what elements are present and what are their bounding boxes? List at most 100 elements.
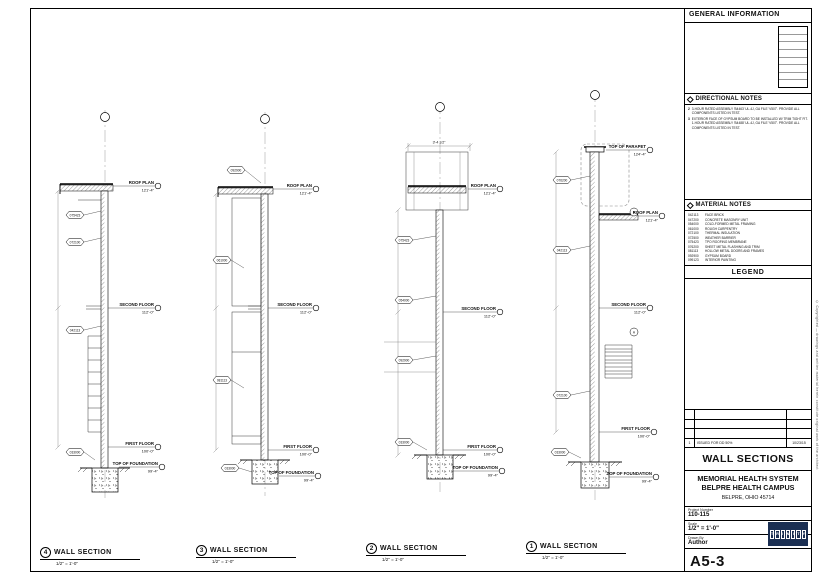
edge-copyright-note: © Copyrighted — drawings and written mat… [815,300,819,470]
section-scale: 1/2" = 1'-0" [382,557,404,562]
svg-text:FIRST FLOOR: FIRST FLOOR [283,444,313,449]
parapet-coping [584,146,606,153]
svg-text:042113: 042113 [557,248,568,252]
svg-text:075423: 075423 [399,238,410,242]
svg-text:033000: 033000 [399,440,410,444]
svg-text:FIRST FLOOR: FIRST FLOOR [621,426,651,431]
level-marker-second: SECOND FLOOR 112'-0" [268,302,320,315]
svg-text:TOP OF FOUNDATION: TOP OF FOUNDATION [607,471,652,476]
keynote-tag: 033000 [394,438,428,451]
section-scale: 1/2" = 1'-0" [56,561,78,566]
abbreviations-table [778,26,808,88]
level-label: ROOF PLAN [129,180,154,185]
keynote-tag: 092900 [394,355,437,364]
level-label: SECOND FLOOR [119,302,155,307]
keynote-tag: 061000 [212,256,245,269]
svg-text:99'-4": 99'-4" [488,473,499,478]
svg-text:054000: 054000 [399,298,410,302]
wall-section-3-drawing: ROOF PLAN 121'-4" SECOND FLOOR 112'-0" F… [212,112,322,496]
level-marker-first: FIRST FLOOR 100'-0" [599,426,658,439]
svg-text:072100: 072100 [557,393,568,397]
section-scale: 1/2" = 1'-0" [542,555,564,560]
svg-text:SECOND FLOOR: SECOND FLOOR [277,302,313,307]
level-marker-foundation: TOP OF FOUNDATION 99'-4" [269,470,322,483]
wall-assembly [100,190,109,469]
svg-text:033000: 033000 [70,450,81,454]
svg-text:042113: 042113 [70,328,81,332]
svg-text:112'-0": 112'-0" [634,310,647,315]
level-label: FIRST FLOOR [125,441,155,446]
louver-detail [604,344,633,379]
svg-text:061000: 061000 [217,258,228,262]
wall-section-2-drawing: 3'-4 1/2" ROOF PLAN 121'-4" SECOND FLOOR… [384,102,506,492]
level-marker-second: SECOND FLOOR 112'-0" [599,302,654,315]
footing [411,454,466,480]
grid-bubble [260,114,270,124]
drawn-by-field: Drawn By Author [685,535,811,549]
sheet-number: A5-3 [690,552,725,570]
project-name-line2: BELPRE HEALTH CAMPUS [701,483,795,493]
section-number-bubble: 1 [526,541,537,552]
svg-text:99'-4": 99'-4" [304,478,315,483]
wall-assembly [589,151,600,463]
directional-notes-header: DIRECTIONAL NOTES [685,93,811,105]
svg-text:A: A [633,330,636,334]
legend-area [685,279,811,409]
keynote-tag: 042113 [552,245,591,254]
level-marker-second: SECOND FLOOR 112'-0" [443,306,504,319]
level-marker-roof: ROOF PLAN 121'-4" [273,183,320,196]
level-marker-roof: ROOF PLAN 121'-4" [113,180,162,193]
svg-text:100'-0": 100'-0" [300,452,313,457]
roof-assembly [217,186,274,197]
section-title: WALL SECTION [380,545,438,552]
detail-callout-box [580,143,630,207]
grid-bubble [590,90,600,100]
svg-text:ROOF PLAN: ROOF PLAN [633,210,658,215]
revision-table: 1 ISSUED FOR DD 50% 10/23/15 [685,409,811,447]
keynote-tag: 033000 [65,448,96,461]
directional-note: 3 EXTERIOR FACE OF GYPSUM BOARD TO BE IN… [688,117,808,130]
spacer [685,149,811,199]
svg-text:100'-0": 100'-0" [638,434,651,439]
svg-text:100'-0": 100'-0" [484,452,497,457]
svg-text:075423: 075423 [70,213,81,217]
footing [237,459,290,485]
svg-text:112'-0": 112'-0" [484,314,497,319]
general-information-area [685,23,811,93]
directional-note: 2 3-HOUR RATED ASSEMBLY 'B4463' UL-4J, G… [688,107,800,116]
material-notes-title: MATERIAL NOTES [695,202,752,208]
project-name-line1: MEMORIAL HEALTH SYSTEM [697,474,799,483]
diamond-icon [687,201,694,209]
level-elevation: 100'-0" [142,449,155,454]
section-label-3: 3 WALL SECTION 1/2" = 1'-0" [196,545,296,564]
svg-text:081113: 081113 [217,378,227,382]
keynote-tag: 072100 [65,237,102,246]
grid-bubble [100,112,110,122]
material-notes-header: MATERIAL NOTES [685,199,811,211]
wall-section-4-drawing: ROOF PLAN 121'-4" SECOND FLOOR 112'-0" F… [55,110,166,498]
section-scale: 1/2" = 1'-0" [212,559,234,564]
detail-tag: A [629,327,639,337]
general-information-header: GENERAL INFORMATION [685,9,811,23]
svg-text:ROOF PLAN: ROOF PLAN [287,183,312,188]
wall-assembly [260,193,269,461]
svg-text:112'-0": 112'-0" [300,310,313,315]
svg-text:SECOND FLOOR: SECOND FLOOR [461,306,497,311]
project-location: BELPRE, OHIO 45714 [721,494,775,501]
svg-text:A: A [633,210,636,214]
level-elevation: 112'-0" [142,310,155,315]
revision-row: 1 ISSUED FOR DD 50% 10/23/15 [685,438,811,447]
section-number-bubble: 4 [40,547,51,558]
keynote-tag: 042113 [65,325,102,334]
project-number-field: Project Number 110-115 [685,507,811,521]
svg-text:076200: 076200 [557,178,568,182]
